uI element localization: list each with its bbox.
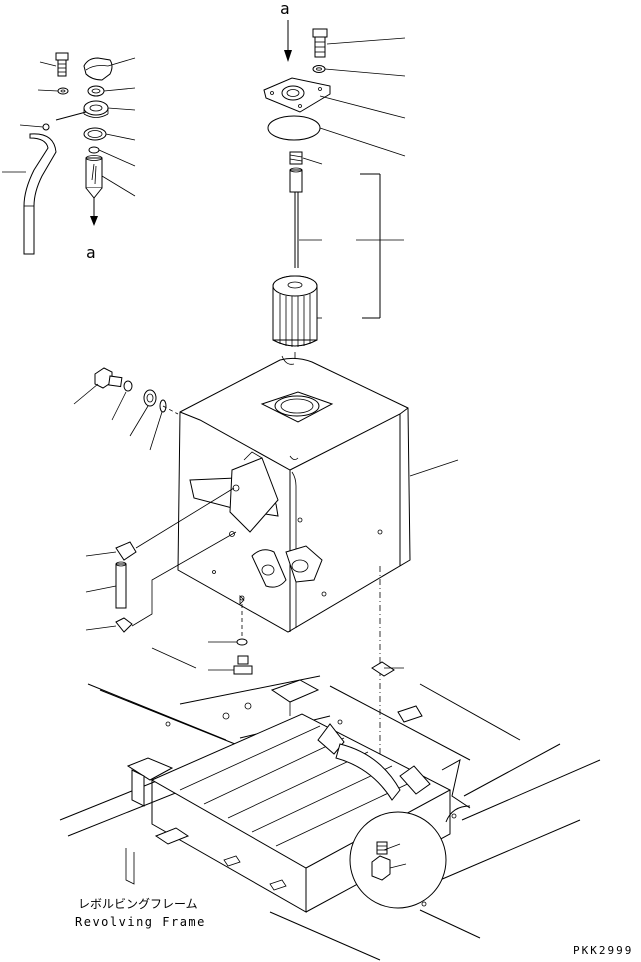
tank-cover-assembly: a: [263, 0, 406, 392]
sight-gauge: [189, 451, 279, 533]
frame-bracket-left: [126, 757, 174, 807]
reference-arrow-a-left: [90, 198, 98, 226]
clamp: [115, 531, 237, 633]
cap-bolt: [55, 52, 69, 77]
mount-nut: [233, 655, 253, 675]
filler-cap-assembly: a: [2, 52, 136, 262]
reference-label-a-top: a: [280, 0, 290, 18]
drain-washer: [123, 380, 133, 392]
bypass-valve-rod: [289, 167, 303, 268]
reference-arrow-a-top: [284, 20, 292, 62]
detail-bolt: [371, 841, 391, 881]
frame-block: [154, 827, 190, 845]
drain-adapter: [143, 389, 157, 407]
gasket: [83, 127, 107, 141]
pipe: [115, 561, 127, 609]
assembly-bracket: [356, 173, 404, 319]
mount-washer: [236, 638, 248, 646]
frame-bracket-mid: [317, 723, 401, 801]
frame-label-japanese: レボルビングフレーム: [78, 897, 198, 911]
leader-lines-drain: [73, 383, 179, 451]
small-plate: [397, 705, 423, 723]
elbow: [115, 487, 235, 561]
frame-label-english: Revolving Frame: [75, 915, 206, 929]
cover-plate: [263, 77, 331, 113]
frame-bracket-top: [270, 679, 320, 716]
leader-lines-top-left: [2, 57, 136, 197]
filter-element: [272, 275, 318, 347]
o-ring: [88, 146, 100, 154]
strainer: [85, 155, 103, 199]
frame-bracket-right: [399, 765, 431, 795]
filler-body: [55, 100, 109, 121]
drawing-code: PKK2999: [573, 944, 633, 957]
drain-bolt: [94, 367, 123, 389]
hydraulic-tank: [177, 355, 459, 633]
washer: [57, 87, 69, 95]
tank-outlet-port: [251, 545, 323, 588]
drain-plug-assembly: [73, 367, 179, 451]
detail-circle: [349, 811, 447, 909]
cover-bolt: [312, 28, 328, 58]
nut: [87, 85, 105, 97]
breather-hose: [23, 133, 57, 255]
reference-label-a-left: a: [86, 243, 96, 262]
leader-lines-top-center: [294, 37, 406, 392]
spring: [289, 151, 303, 165]
mounting-hardware: [151, 566, 404, 800]
tank-inlet-flange: [260, 391, 334, 423]
cover-washer: [312, 65, 326, 73]
drain-piping: [85, 487, 237, 633]
cover-gasket: [267, 115, 321, 141]
filler-cap: [83, 57, 113, 81]
fitting: [42, 123, 50, 131]
